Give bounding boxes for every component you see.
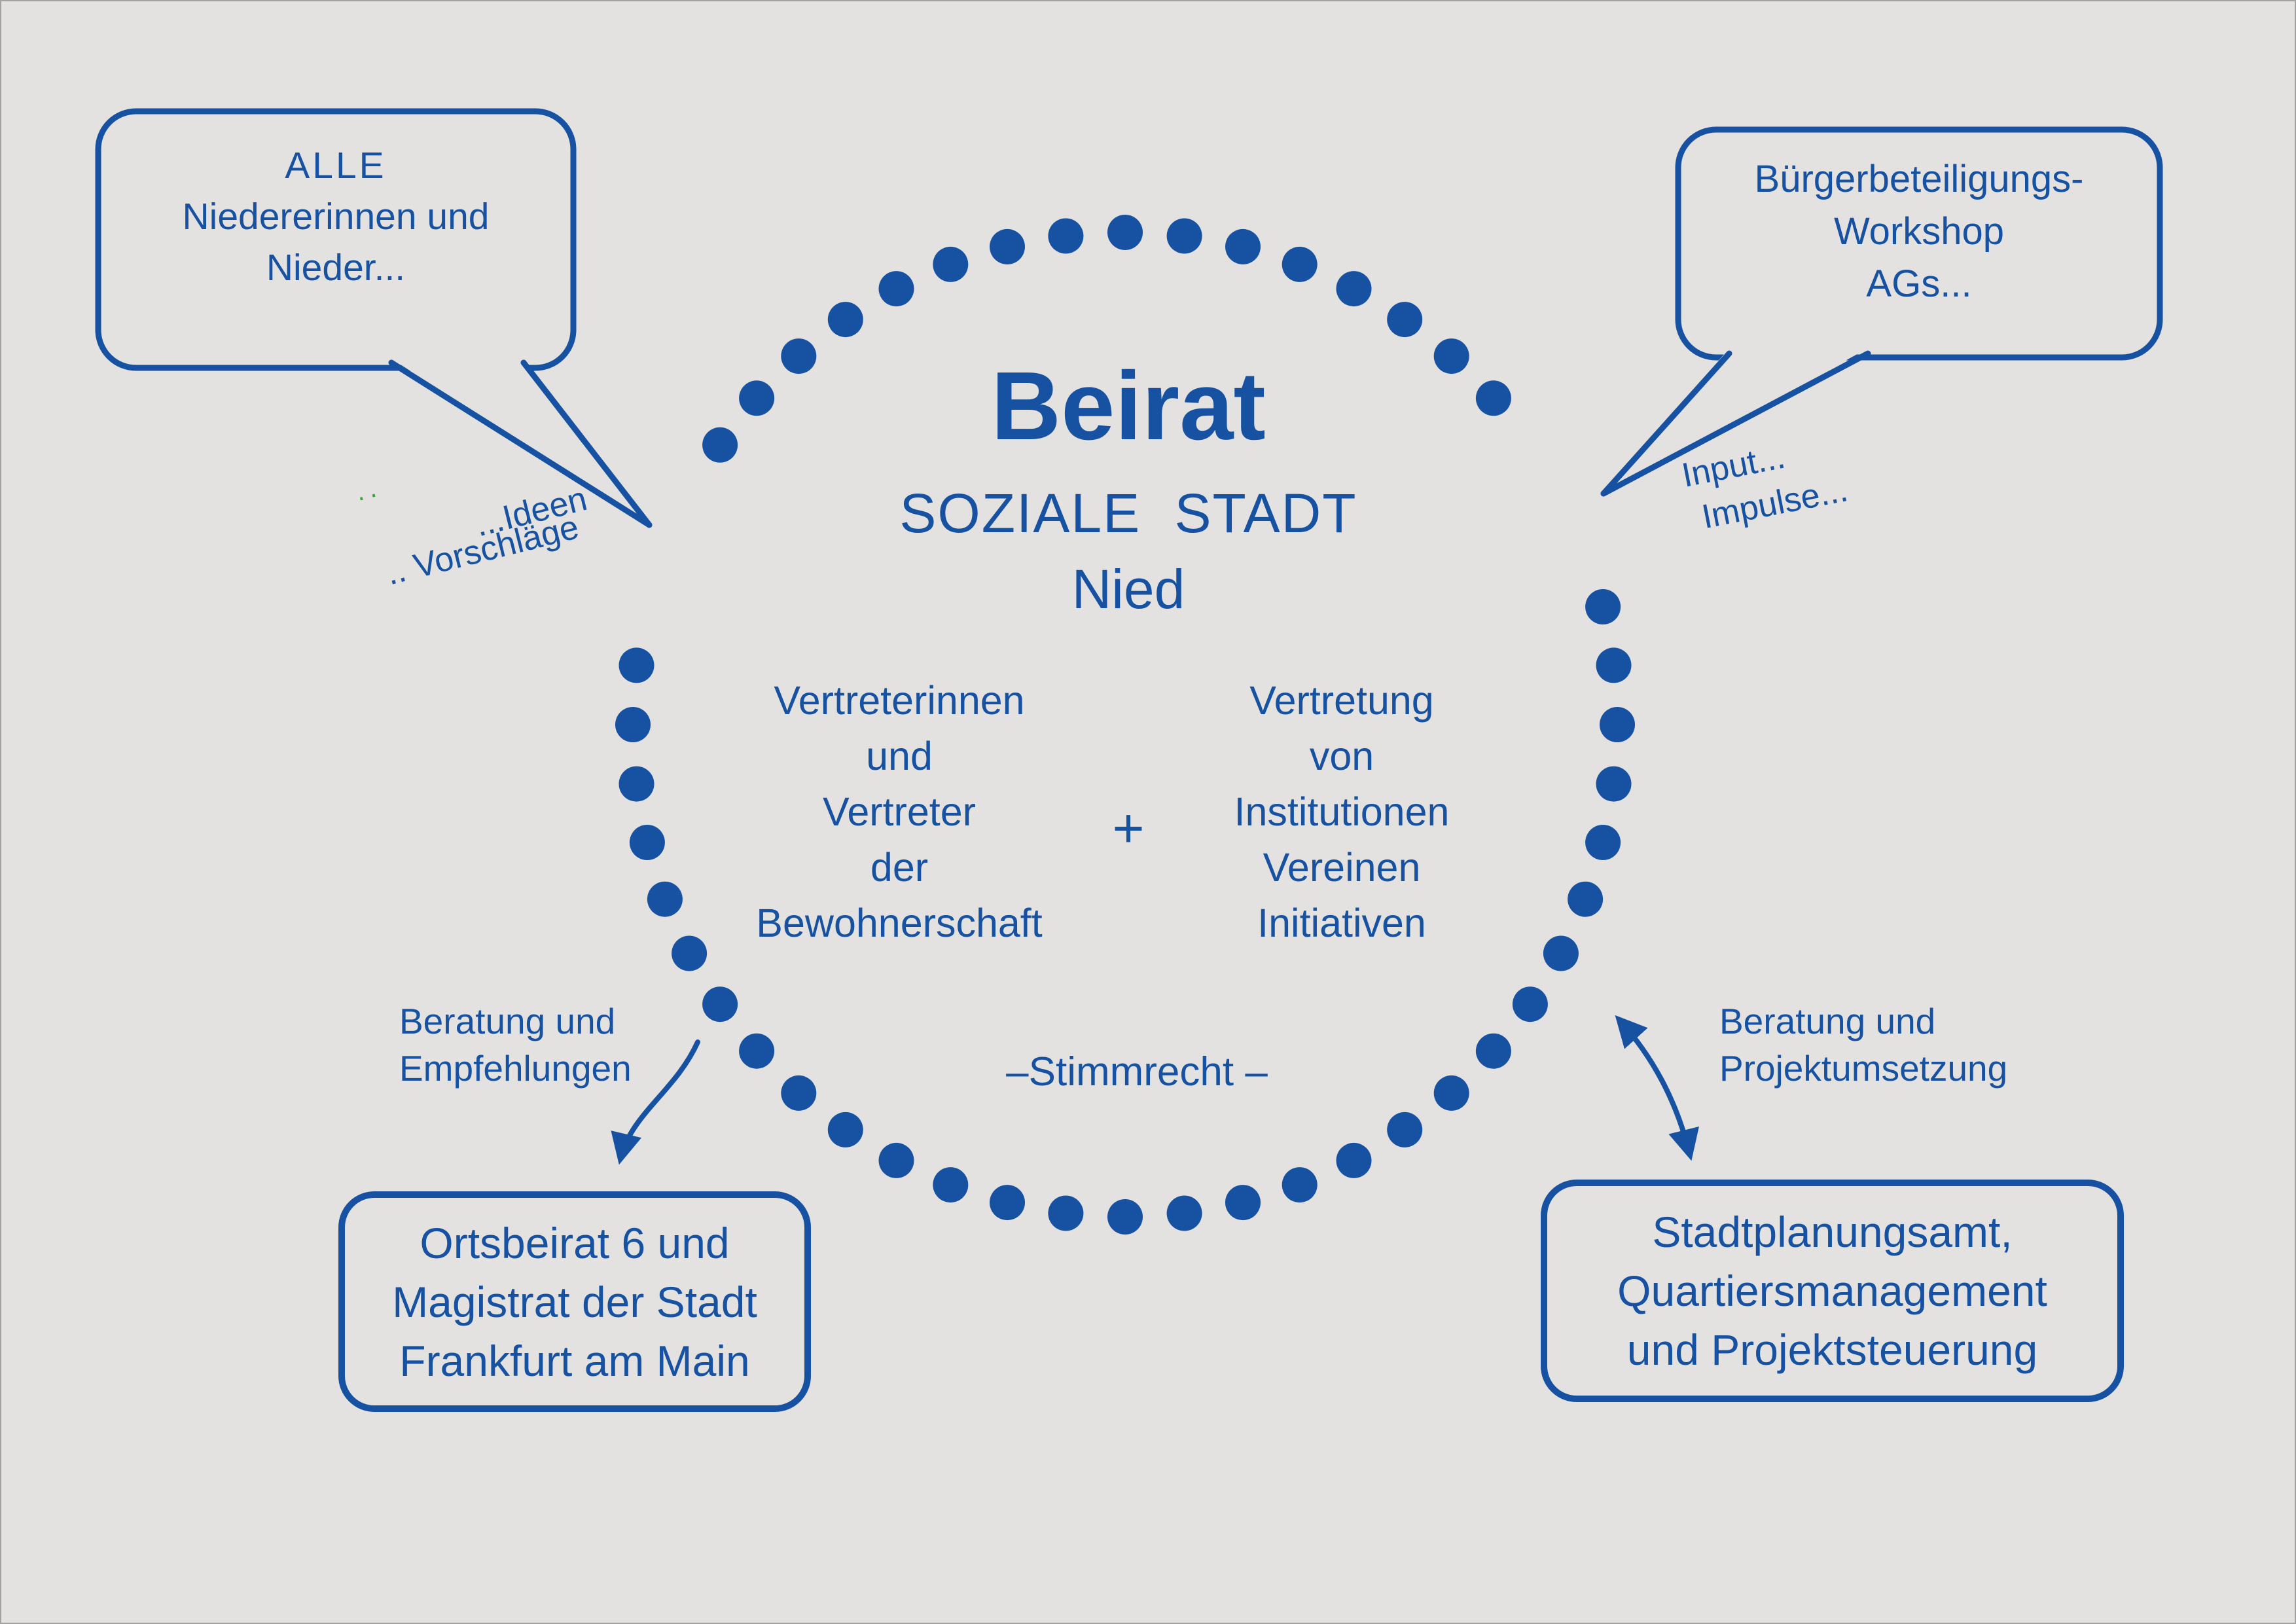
ring-dot: [619, 647, 655, 683]
ring-dot: [1166, 218, 1202, 254]
column-institutions: Vertretung von Institutionen Vereinen In…: [1145, 673, 1538, 951]
column-line: von: [1309, 734, 1374, 778]
speech-bubble-top-right-tail-edge: [1600, 350, 1732, 497]
column-residents: Vertreterinnen und Vertreter der Bewohne…: [703, 673, 1096, 951]
ring-dot: [619, 766, 655, 802]
ring-dot: [1475, 380, 1511, 416]
column-line: Vertreterinnen: [774, 678, 1025, 723]
speech-bubble-top-right-shape: [1675, 126, 2163, 361]
diagram-subtitle: SOZIALE STADT: [899, 482, 1357, 544]
column-line: Vertreter: [823, 789, 976, 834]
ring-dot: [827, 302, 863, 338]
ring-dot: [1475, 1033, 1511, 1069]
ring-dot: [702, 986, 738, 1022]
box-line: Frankfurt am Main: [399, 1336, 750, 1385]
ring-dot: [1433, 338, 1469, 374]
ring-dot: [1282, 1167, 1318, 1203]
bubble-line: Nieder...: [266, 247, 406, 289]
column-line: Vereinen: [1263, 845, 1421, 890]
box-line: Quartiersmanagement: [1617, 1267, 2047, 1315]
label-line: Empfehlungen: [399, 1048, 632, 1089]
box-line: Stadtplanungsamt,: [1652, 1208, 2013, 1256]
ring-dot: [933, 246, 969, 282]
bubble-line: Bürgerbeteiligungs-: [1754, 158, 2084, 200]
ring-dot: [878, 271, 914, 307]
ring-dot: [1600, 707, 1635, 742]
label-line: Beratung und: [399, 1001, 616, 1041]
plus-sign: +: [1112, 797, 1145, 859]
column-line: Vertretung: [1249, 678, 1434, 723]
ring-dot: [827, 1111, 863, 1147]
ring-dot: [1225, 228, 1261, 264]
bubble-line: ALLE: [285, 145, 387, 187]
ring-dot: [702, 427, 738, 463]
ring-dot: [739, 1033, 775, 1069]
ring-dot: [672, 935, 708, 971]
speech-bubble-top-right: Bürgerbeteiligungs- Workshop AGs...: [1678, 153, 2160, 310]
bubble-line: Workshop: [1833, 210, 2005, 253]
ring-dot: [615, 707, 651, 742]
ring-dot: [1336, 1142, 1372, 1178]
column-line: und: [866, 734, 933, 778]
ring-dot: [1512, 986, 1548, 1022]
box-ortsbeirat: Ortsbeirat 6 und Magistrat der Stadt Fra…: [338, 1191, 811, 1412]
box-line: und Projektsteuerung: [1626, 1326, 2038, 1374]
ring-dot: [1166, 1195, 1202, 1231]
ring-dot: [1282, 246, 1318, 282]
speech-bubble-top-left-tail-edge: [520, 359, 653, 528]
label-line: Projektumsetzung: [1719, 1048, 2008, 1089]
column-line: Institutionen: [1234, 789, 1450, 834]
ring-dot: [878, 1142, 914, 1178]
voting-note: –Stimmrecht –: [1006, 1049, 1268, 1094]
ring-dot: [1048, 1195, 1084, 1231]
ring-dot: [1596, 647, 1632, 683]
ring-dot: [1336, 271, 1372, 307]
ring-dot: [990, 1185, 1025, 1221]
curved-arrow-right: [1615, 1015, 1699, 1161]
ring-dot: [1568, 881, 1604, 917]
speech-bubble-top-left: ALLE Niedererinnen und Nieder...: [98, 140, 573, 293]
bubble-line: AGs...: [1866, 262, 1972, 305]
box-line: Ortsbeirat 6 und: [420, 1218, 730, 1267]
diagram-subtitle-2: Nied: [1071, 558, 1185, 620]
diagram-title: Beirat: [991, 352, 1266, 460]
ring-dot: [739, 380, 775, 416]
ring-dot: [1387, 1111, 1423, 1147]
curved-arrow-left: [611, 1039, 700, 1165]
label-beratung-empfehlungen: Beratung und Empfehlungen: [399, 998, 632, 1092]
speech-bubble-top-left-tail-edge: [388, 359, 653, 528]
column-line: der: [870, 845, 929, 890]
box-line: Magistrat der Stadt: [392, 1277, 757, 1326]
ring-dot: [781, 1075, 817, 1111]
box-stadtplanungsamt: Stadtplanungsamt, Quartiersmanagement un…: [1541, 1180, 2124, 1402]
ring-dot: [1387, 302, 1423, 338]
column-line: Initiativen: [1257, 901, 1426, 945]
dotted-circle: [615, 215, 1635, 1235]
bubble-line: Niedererinnen und: [182, 196, 490, 238]
label-line: Beratung und: [1719, 1001, 1936, 1041]
label-beratung-projektumsetzung: Beratung und Projektumsetzung: [1719, 998, 2007, 1092]
ring-dot: [1585, 589, 1621, 624]
ring-dot: [990, 228, 1025, 264]
ring-dot: [933, 1167, 969, 1203]
ring-dot: [1543, 935, 1579, 971]
ring-dot: [647, 881, 683, 917]
ring-dot: [1596, 766, 1632, 802]
ring-dot: [629, 825, 665, 860]
ring-dot: [1433, 1075, 1469, 1111]
ring-dot: [1225, 1185, 1261, 1221]
speech-bubble-top-right-tail-edge: [1600, 350, 1871, 497]
ring-dot: [1107, 1199, 1143, 1235]
ring-dot: [781, 338, 817, 374]
speech-bubble-top-left-shape: [95, 108, 577, 371]
column-line: Bewohnerschaft: [756, 901, 1043, 945]
ring-dot: [1048, 218, 1084, 254]
ring-dot: [1585, 825, 1621, 860]
ring-dot: [1107, 215, 1143, 250]
